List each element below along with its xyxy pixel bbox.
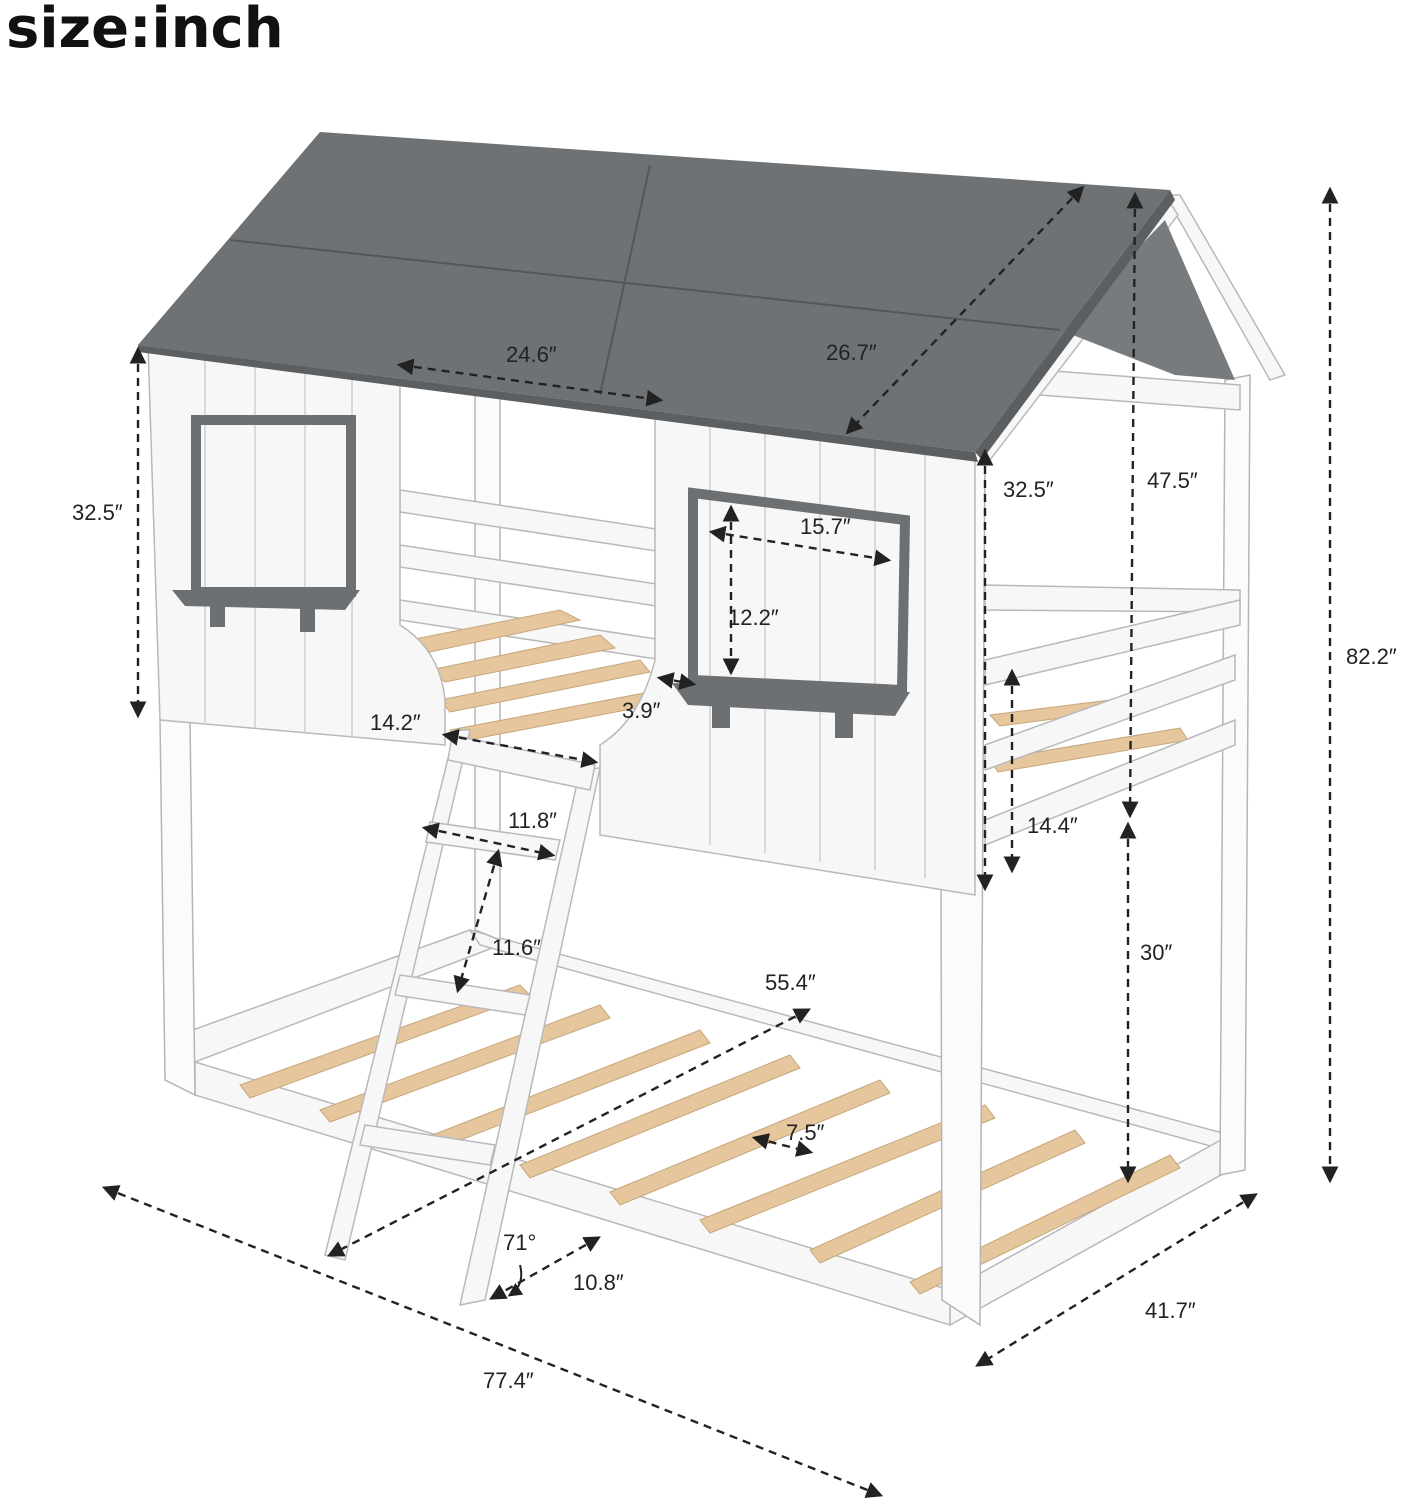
- right-house-panel: [599, 417, 976, 896]
- size-unit-title: size:inch: [6, 0, 284, 61]
- post-front-left: [159, 719, 196, 1097]
- dim-window-width: 15.7″: [800, 514, 851, 539]
- dim-right-panel-height: 32.5″: [1003, 477, 1054, 502]
- dim-bed-width: 41.7″: [1145, 1298, 1196, 1323]
- dimension-lines: [101, 185, 1339, 1498]
- post-back-right: [1219, 374, 1251, 1176]
- left-house-panel: [147, 344, 446, 746]
- right-window-frame: [688, 487, 911, 696]
- dim-rail-height: 14.4″: [1027, 813, 1078, 838]
- dim-ladder-width: 11.8″: [508, 808, 557, 833]
- dim-left-panel-height: 32.5″: [72, 500, 123, 525]
- dim-roof-width: 24.6″: [506, 342, 557, 367]
- dim-ladder-angle: 71°: [503, 1230, 536, 1255]
- dim-opening-width: 14.2″: [370, 710, 421, 735]
- dim-window-height: 12.2″: [728, 605, 779, 630]
- dim-slat-gap: 7.5″: [786, 1120, 825, 1145]
- dim-roof-slope: 26.7″: [826, 340, 877, 365]
- dim-mattress-length: 55.4″: [765, 970, 816, 995]
- right-side-rails: [984, 369, 1241, 847]
- dim-rung-spacing: 11.6″: [492, 935, 541, 960]
- dim-gable-height: 47.5″: [1147, 468, 1198, 493]
- dim-bed-length: 77.4″: [483, 1368, 534, 1393]
- dim-total-height: 82.2″: [1346, 644, 1397, 669]
- lower-bed-frame: [163, 928, 1231, 1327]
- dim-sill-depth: 3.9″: [622, 698, 661, 723]
- dim-under-clearance: 30″: [1140, 940, 1172, 965]
- dim-ladder-base: 10.8″: [573, 1270, 624, 1295]
